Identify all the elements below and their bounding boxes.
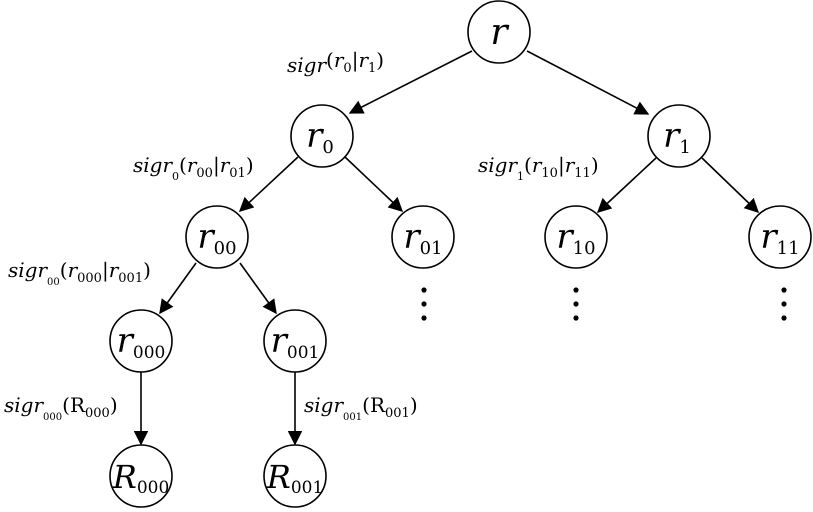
node-r000: r000 <box>109 309 173 373</box>
svg-text:r001: r001 <box>271 321 320 363</box>
edge-label-sig-r001: sigr001(R001) <box>304 393 418 423</box>
svg-text:r10: r10 <box>556 217 595 259</box>
node-r00: r00 <box>185 205 249 269</box>
edge-r-r1 <box>526 50 650 115</box>
edge-label-sig-r: sigr(r0|r1) <box>287 48 384 77</box>
edge-label-sig-r00: sigr00(r000|r001) <box>8 258 151 288</box>
node-r11: r11 <box>748 205 812 269</box>
edge-label-sig-r0: sigr0(r00|r01) <box>133 153 254 183</box>
edge-r-r0 <box>348 50 473 114</box>
continuation-dots-r01 <box>421 287 427 321</box>
edge-label-sig-r1: sigr1(r10|r11) <box>478 153 599 183</box>
edge-r1-r10 <box>596 157 657 213</box>
svg-text:r00: r00 <box>197 217 236 259</box>
svg-text:r: r <box>490 12 509 53</box>
edge-r0-r00 <box>238 156 299 212</box>
node-r: r <box>467 0 531 64</box>
node-r001: r001 <box>263 309 327 373</box>
node-R000: R000 <box>109 444 173 508</box>
svg-text:r01: r01 <box>403 217 442 259</box>
edge-r1-r11 <box>701 157 760 213</box>
svg-text:r0: r0 <box>306 116 334 158</box>
edge-label-sig-r000: sigr000(R000) <box>4 393 118 423</box>
node-R001: R001 <box>263 444 327 508</box>
node-r10: r10 <box>544 205 608 269</box>
edge-r00-r001 <box>239 262 277 315</box>
node-r0: r0 <box>290 104 354 168</box>
svg-text:R001: R001 <box>266 458 324 498</box>
edge-r0-r01 <box>344 156 404 212</box>
continuation-dots-r11 <box>781 287 787 321</box>
svg-text:r1: r1 <box>663 116 691 158</box>
svg-text:r11: r11 <box>760 217 799 259</box>
node-r01: r01 <box>391 205 455 269</box>
svg-text:R000: R000 <box>112 458 170 498</box>
continuation-dots-r10 <box>573 287 579 321</box>
node-r-base: r <box>490 12 509 53</box>
edge-r00-r000 <box>159 262 197 315</box>
node-r1: r1 <box>647 104 711 168</box>
svg-text:r000: r000 <box>117 321 166 363</box>
